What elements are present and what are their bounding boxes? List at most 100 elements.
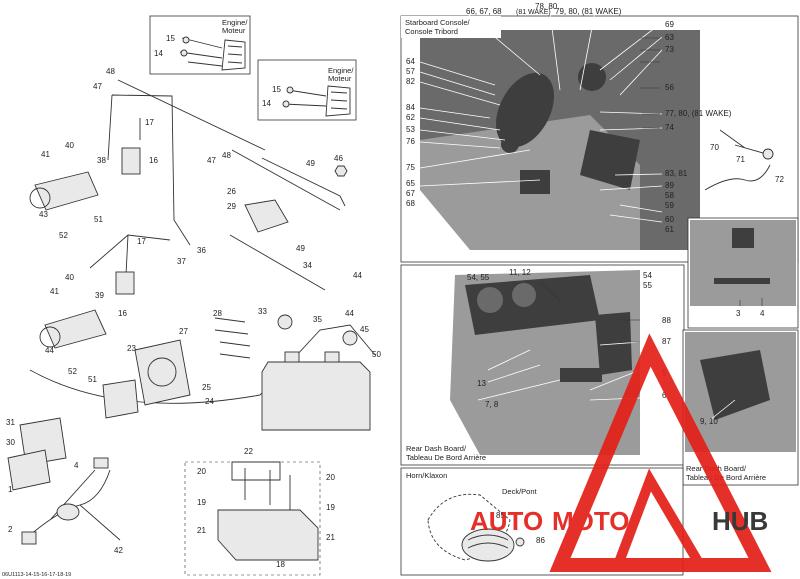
callout-46: 46: [334, 154, 343, 163]
fitting-71: [762, 148, 774, 160]
callout-11-12: 11, 12: [509, 268, 531, 277]
callout-61: 61: [665, 225, 674, 234]
gauge-left: [477, 287, 503, 313]
engine-block-icon: [325, 85, 351, 117]
rear-dash-gauges: [465, 275, 600, 335]
callout-31: 31: [6, 418, 15, 427]
harness-39: [89, 234, 171, 276]
engine-inset-2-title-line1: Engine/: [328, 66, 354, 75]
callout-39: 39: [95, 291, 104, 300]
terminal-33: [277, 314, 293, 330]
callout-26: 26: [227, 187, 236, 196]
switch-leaders: [739, 298, 763, 306]
callout-56: 56: [665, 83, 674, 92]
callout-49: 49: [306, 159, 315, 168]
console-port: [501, 135, 519, 153]
starboard-leaders: [419, 11, 663, 223]
callout-20b: 20: [326, 473, 335, 482]
callout-2: 2: [8, 525, 13, 534]
starter-motor-2: [44, 309, 107, 349]
watermark-text-moto: MOTO: [552, 506, 630, 536]
callout-58: 58: [665, 191, 674, 200]
callout-83-81: 83, 81: [665, 169, 688, 178]
callout-20: 20: [197, 467, 206, 476]
speaker-cone: [147, 357, 177, 387]
callout-16: 16: [149, 156, 158, 165]
console-connector: [520, 170, 550, 194]
callout-73: 73: [665, 45, 674, 54]
callout-44: 44: [353, 271, 362, 280]
callout-76: 76: [406, 137, 415, 146]
callout-41b: 41: [50, 287, 59, 296]
bolt-icon: [182, 36, 190, 44]
callout-37: 37: [177, 257, 186, 266]
callout-65: 65: [406, 179, 415, 188]
callout-27: 27: [179, 327, 188, 336]
callout-57: 57: [406, 67, 415, 76]
callout-21b: 21: [326, 533, 335, 542]
battery: [261, 361, 371, 431]
nut-icon: [334, 165, 348, 177]
engine-block-icon: [221, 39, 246, 71]
watermark-triangle-inner: [610, 468, 709, 570]
harness-38: [107, 94, 191, 246]
callout-69: 69: [665, 20, 674, 29]
callout-15b: 15: [272, 85, 281, 94]
callout-54: 54: [643, 271, 652, 280]
rear-dash-detail-part: [700, 350, 770, 420]
callout-63: 63: [665, 33, 674, 42]
callout-89: 89: [665, 181, 674, 190]
callout-7-8: 7, 8: [485, 400, 499, 409]
callout-28: 28: [213, 309, 222, 318]
callout-52b: 52: [68, 367, 77, 376]
engine-inset-1-title-line1: Engine/: [222, 18, 248, 27]
starter-end-cap: [29, 187, 51, 209]
starboard-console-title-line1: Starboard Console/: [405, 18, 471, 27]
starboard-console-title-line2: Console Tribord: [405, 27, 458, 36]
exploded-parts-area: Engine/ Moteur 15 14 Engine/ Moteur 15 1…: [2, 15, 381, 578]
deck-outline: [427, 493, 511, 561]
callout-43: 43: [39, 210, 48, 219]
cable-49-upper: [117, 79, 266, 151]
callout-24: 24: [205, 397, 214, 406]
callout-9-10: 9, 10: [700, 417, 718, 426]
callout-52: 52: [59, 231, 68, 240]
terminal-45: [342, 330, 358, 346]
bracket-part: [102, 379, 139, 419]
callout-34: 34: [303, 261, 312, 270]
photo-panels-area: Starboard Console/ Console Tribord 66, 6…: [400, 2, 799, 576]
horn-bolt: [515, 537, 525, 547]
starboard-callout-ticks: [640, 37, 660, 129]
harness-connector: [56, 503, 80, 521]
callout-62: 62: [406, 113, 415, 122]
bolt-icon: [282, 100, 290, 108]
callout-18: 18: [276, 560, 285, 569]
watermark: AUTO MOTO HUB: [470, 333, 772, 572]
callout-1: 1: [8, 485, 13, 494]
callout-3: 3: [736, 309, 741, 318]
footer-code: 06U1113-14-15-16-17-18-19: [2, 572, 71, 578]
battery-tray-18: [217, 509, 319, 561]
callout-85: 85: [496, 511, 505, 520]
callout-6: 6: [662, 391, 667, 400]
callout-50: 50: [372, 350, 381, 359]
callout-86: 86: [536, 536, 545, 545]
cable-end: [261, 157, 346, 207]
callout-14b: 14: [262, 99, 271, 108]
engine-inset-1-title-line2: Moteur: [222, 26, 246, 35]
console-opening: [496, 72, 554, 148]
callout-47b: 47: [207, 156, 216, 165]
callout-17: 17: [145, 118, 154, 127]
speaker-housing-23: [134, 339, 191, 406]
callout-14: 14: [154, 49, 163, 58]
callout-75: 75: [406, 163, 415, 172]
engine-ground-straps: [283, 89, 327, 107]
callout-84: 84: [406, 103, 415, 112]
rear-dash-main-title-line1: Rear Dash Board/: [406, 444, 467, 453]
callout-44b: 44: [45, 346, 54, 355]
callout-77-80-81: 77, 80, (81 WAKE): [665, 109, 732, 118]
callout-4s: 4: [760, 309, 765, 318]
deck-label: Deck/Pont: [502, 487, 538, 496]
callout-41: 41: [41, 150, 50, 159]
engine-inset-2-title-line2: Moteur: [328, 74, 352, 83]
